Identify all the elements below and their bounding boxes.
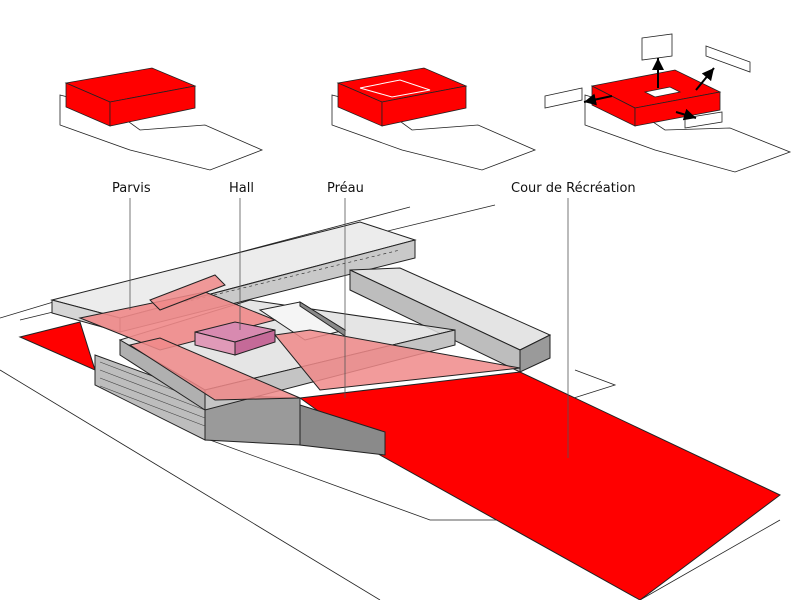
label-parvis: Parvis	[112, 181, 151, 196]
leader-lines	[129, 198, 569, 458]
preau-ramp	[128, 337, 301, 401]
parvis-ground	[18, 321, 96, 371]
thumbnail-step-1	[59, 67, 264, 171]
label-hall: Hall	[229, 181, 254, 196]
thumbnail-step-2	[331, 67, 537, 171]
main-axonometric	[0, 204, 781, 600]
label-cour-de-recreation: Cour de Récréation	[511, 181, 636, 196]
label-preau: Préau	[327, 181, 364, 196]
cour-de-recreation-ground	[298, 371, 781, 600]
thumbnail-step-3	[544, 33, 792, 173]
